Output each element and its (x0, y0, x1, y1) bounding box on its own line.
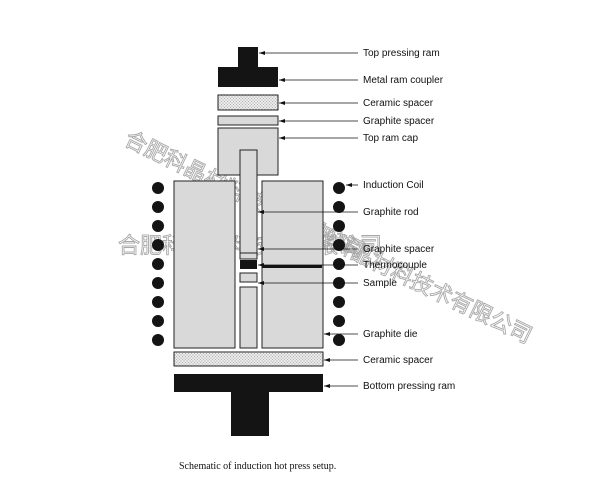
arrowhead (258, 247, 264, 251)
label-metal-ram-coupler: Metal ram coupler (363, 75, 444, 86)
arrowhead (258, 263, 264, 267)
arrowhead (324, 358, 330, 362)
arrowhead (279, 101, 285, 105)
arrowhead (279, 119, 285, 123)
arrowhead (324, 332, 330, 336)
label-ceramic-spacer-top: Ceramic spacer (363, 98, 434, 109)
leader-lines (258, 51, 358, 388)
graphite-spacer-top (217, 115, 279, 126)
coil-turn (152, 277, 164, 289)
label-bottom-pressing-ram: Bottom pressing ram (363, 381, 455, 392)
label-ceramic-spacer-bottom: Ceramic spacer (363, 355, 434, 366)
label-top-pressing-ram: Top pressing ram (363, 48, 440, 59)
arrowhead (259, 51, 265, 55)
metal-ram-coupler (218, 67, 278, 87)
coil-turn (333, 220, 345, 232)
graphite-die-right (261, 180, 324, 349)
graphite-die-left (173, 180, 236, 349)
label-graphite-spacer-inner: Graphite spacer (363, 244, 435, 255)
coil-turn (152, 201, 164, 213)
arrowhead (279, 136, 285, 140)
arrowhead (346, 183, 352, 187)
coil-turn (152, 258, 164, 270)
ceramic-spacer-top (217, 94, 279, 111)
coil-turn (333, 334, 345, 346)
ceramic-spacer-bottom (173, 351, 324, 367)
coil-turn (333, 201, 345, 213)
coil-turn (333, 296, 345, 308)
coil-turn (152, 315, 164, 327)
coil-turn (333, 182, 345, 194)
label-induction-coil: Induction Coil (363, 180, 424, 191)
label-graphite-rod: Graphite rod (363, 207, 419, 218)
arrowhead (279, 78, 285, 82)
arrowhead (324, 384, 330, 388)
label-graphite-spacer: Graphite spacer (363, 116, 435, 127)
figure-caption: Schematic of induction hot press setup. (179, 461, 336, 472)
coil-turn (152, 182, 164, 194)
induction-coil-left (152, 182, 164, 346)
sample (239, 272, 258, 283)
bottom-inner-rod (239, 286, 258, 349)
label-top-ram-cap: Top ram cap (363, 133, 418, 144)
coil-turn (333, 239, 345, 251)
graphite-spacer-inner (239, 252, 258, 260)
induction-coil-right (333, 182, 345, 346)
coil-turn (152, 220, 164, 232)
thermocouple-junction (240, 260, 257, 269)
coil-turn (152, 239, 164, 251)
coil-turn (333, 315, 345, 327)
arrowhead (258, 281, 264, 285)
label-thermocouple: Thermocouple (363, 260, 427, 271)
label-sample: Sample (363, 278, 397, 289)
thermocouple-wire (262, 265, 322, 268)
arrowhead (258, 210, 264, 214)
coil-turn (333, 258, 345, 270)
coil-turn (152, 334, 164, 346)
graphite-rod (239, 149, 258, 254)
coil-turn (152, 296, 164, 308)
bottom-pressing-ram (231, 390, 269, 436)
top-pressing-ram (238, 47, 258, 69)
label-graphite-die: Graphite die (363, 329, 418, 340)
bottom-ram-plate (174, 374, 323, 392)
